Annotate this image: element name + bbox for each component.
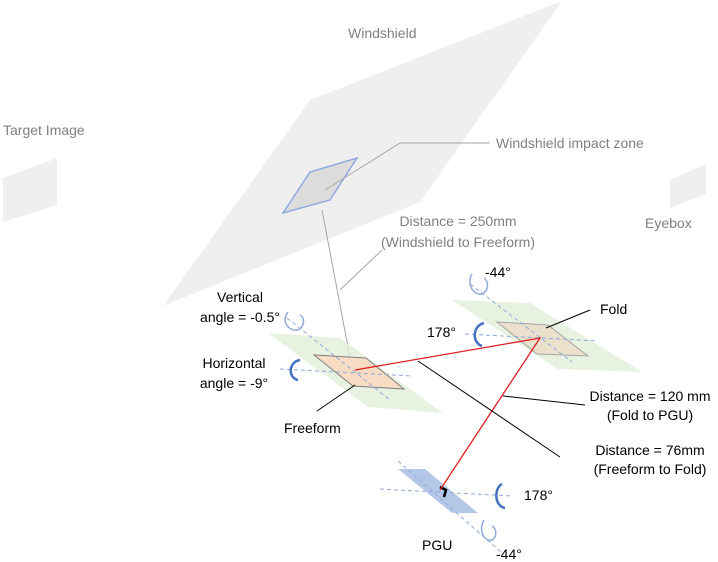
target-image-label: Target Image: [3, 122, 85, 138]
distance-120-leader: [502, 395, 586, 406]
freeform-mirror: [312, 354, 406, 390]
impact-zone-label: Windshield impact zone: [496, 135, 644, 151]
eyebox-label: Eyebox: [645, 215, 692, 231]
distance-250-label: Distance = 250mm: [399, 213, 516, 229]
pgu-side-rotate-icon: [495, 482, 506, 510]
pgu-label: PGU: [422, 537, 452, 553]
fold-vertical-axis: [469, 283, 573, 363]
pgu-bottom-rotate-icon: [480, 519, 497, 541]
eyebox-panel: [670, 164, 706, 208]
pgu-side-angle: 178°: [524, 487, 553, 503]
windshield-impact-zone: [281, 156, 359, 215]
pgu-panel: [398, 469, 478, 513]
impact-zone-leader: [324, 142, 490, 191]
fold-leader: [545, 309, 591, 329]
distance-76-sub: (Freeform to Fold): [594, 461, 707, 477]
windshield-to-freeform-line: [321, 209, 353, 369]
distance-250-leader: [339, 249, 383, 291]
windshield-label: Windshield: [348, 25, 416, 41]
fold-top-angle: -44°: [485, 264, 511, 280]
freeform-horizontal-axis: [279, 368, 413, 377]
fold-top-rotate-icon: [469, 273, 489, 295]
freeform-vertical-rotate-icon: [284, 311, 305, 331]
horizontal-angle-value: angle = -9°: [200, 375, 268, 391]
freeform-horizontal-rotate-icon: [289, 358, 301, 382]
distance-76-leader: [417, 360, 561, 458]
fold-side-rotate-icon: [473, 321, 485, 348]
horizontal-angle-label: Horizontal: [202, 355, 265, 371]
distance-76-label: Distance = 76mm: [595, 442, 704, 458]
fold-side-angle: 178°: [427, 324, 456, 340]
freeform-label: Freeform: [284, 420, 341, 436]
target-image-panel: [3, 158, 57, 222]
pgu-bottom-angle: -44°: [496, 546, 522, 562]
vertical-angle-label: Vertical: [217, 289, 263, 305]
freeform-vertical-axis: [286, 317, 391, 401]
freeform-leader: [316, 384, 356, 412]
fold-horizontal-axis: [464, 333, 599, 342]
distance-250-sub: (Windshield to Freeform): [381, 234, 535, 250]
windshield-plane: [163, 1, 562, 306]
vertical-angle-value: angle = -0.5°: [200, 309, 280, 325]
optical-ray: [354, 337, 542, 491]
distance-120-label: Distance = 120 mm: [590, 388, 711, 404]
distance-120-sub: (Fold to PGU): [607, 407, 693, 423]
fold-label: Fold: [600, 301, 627, 317]
